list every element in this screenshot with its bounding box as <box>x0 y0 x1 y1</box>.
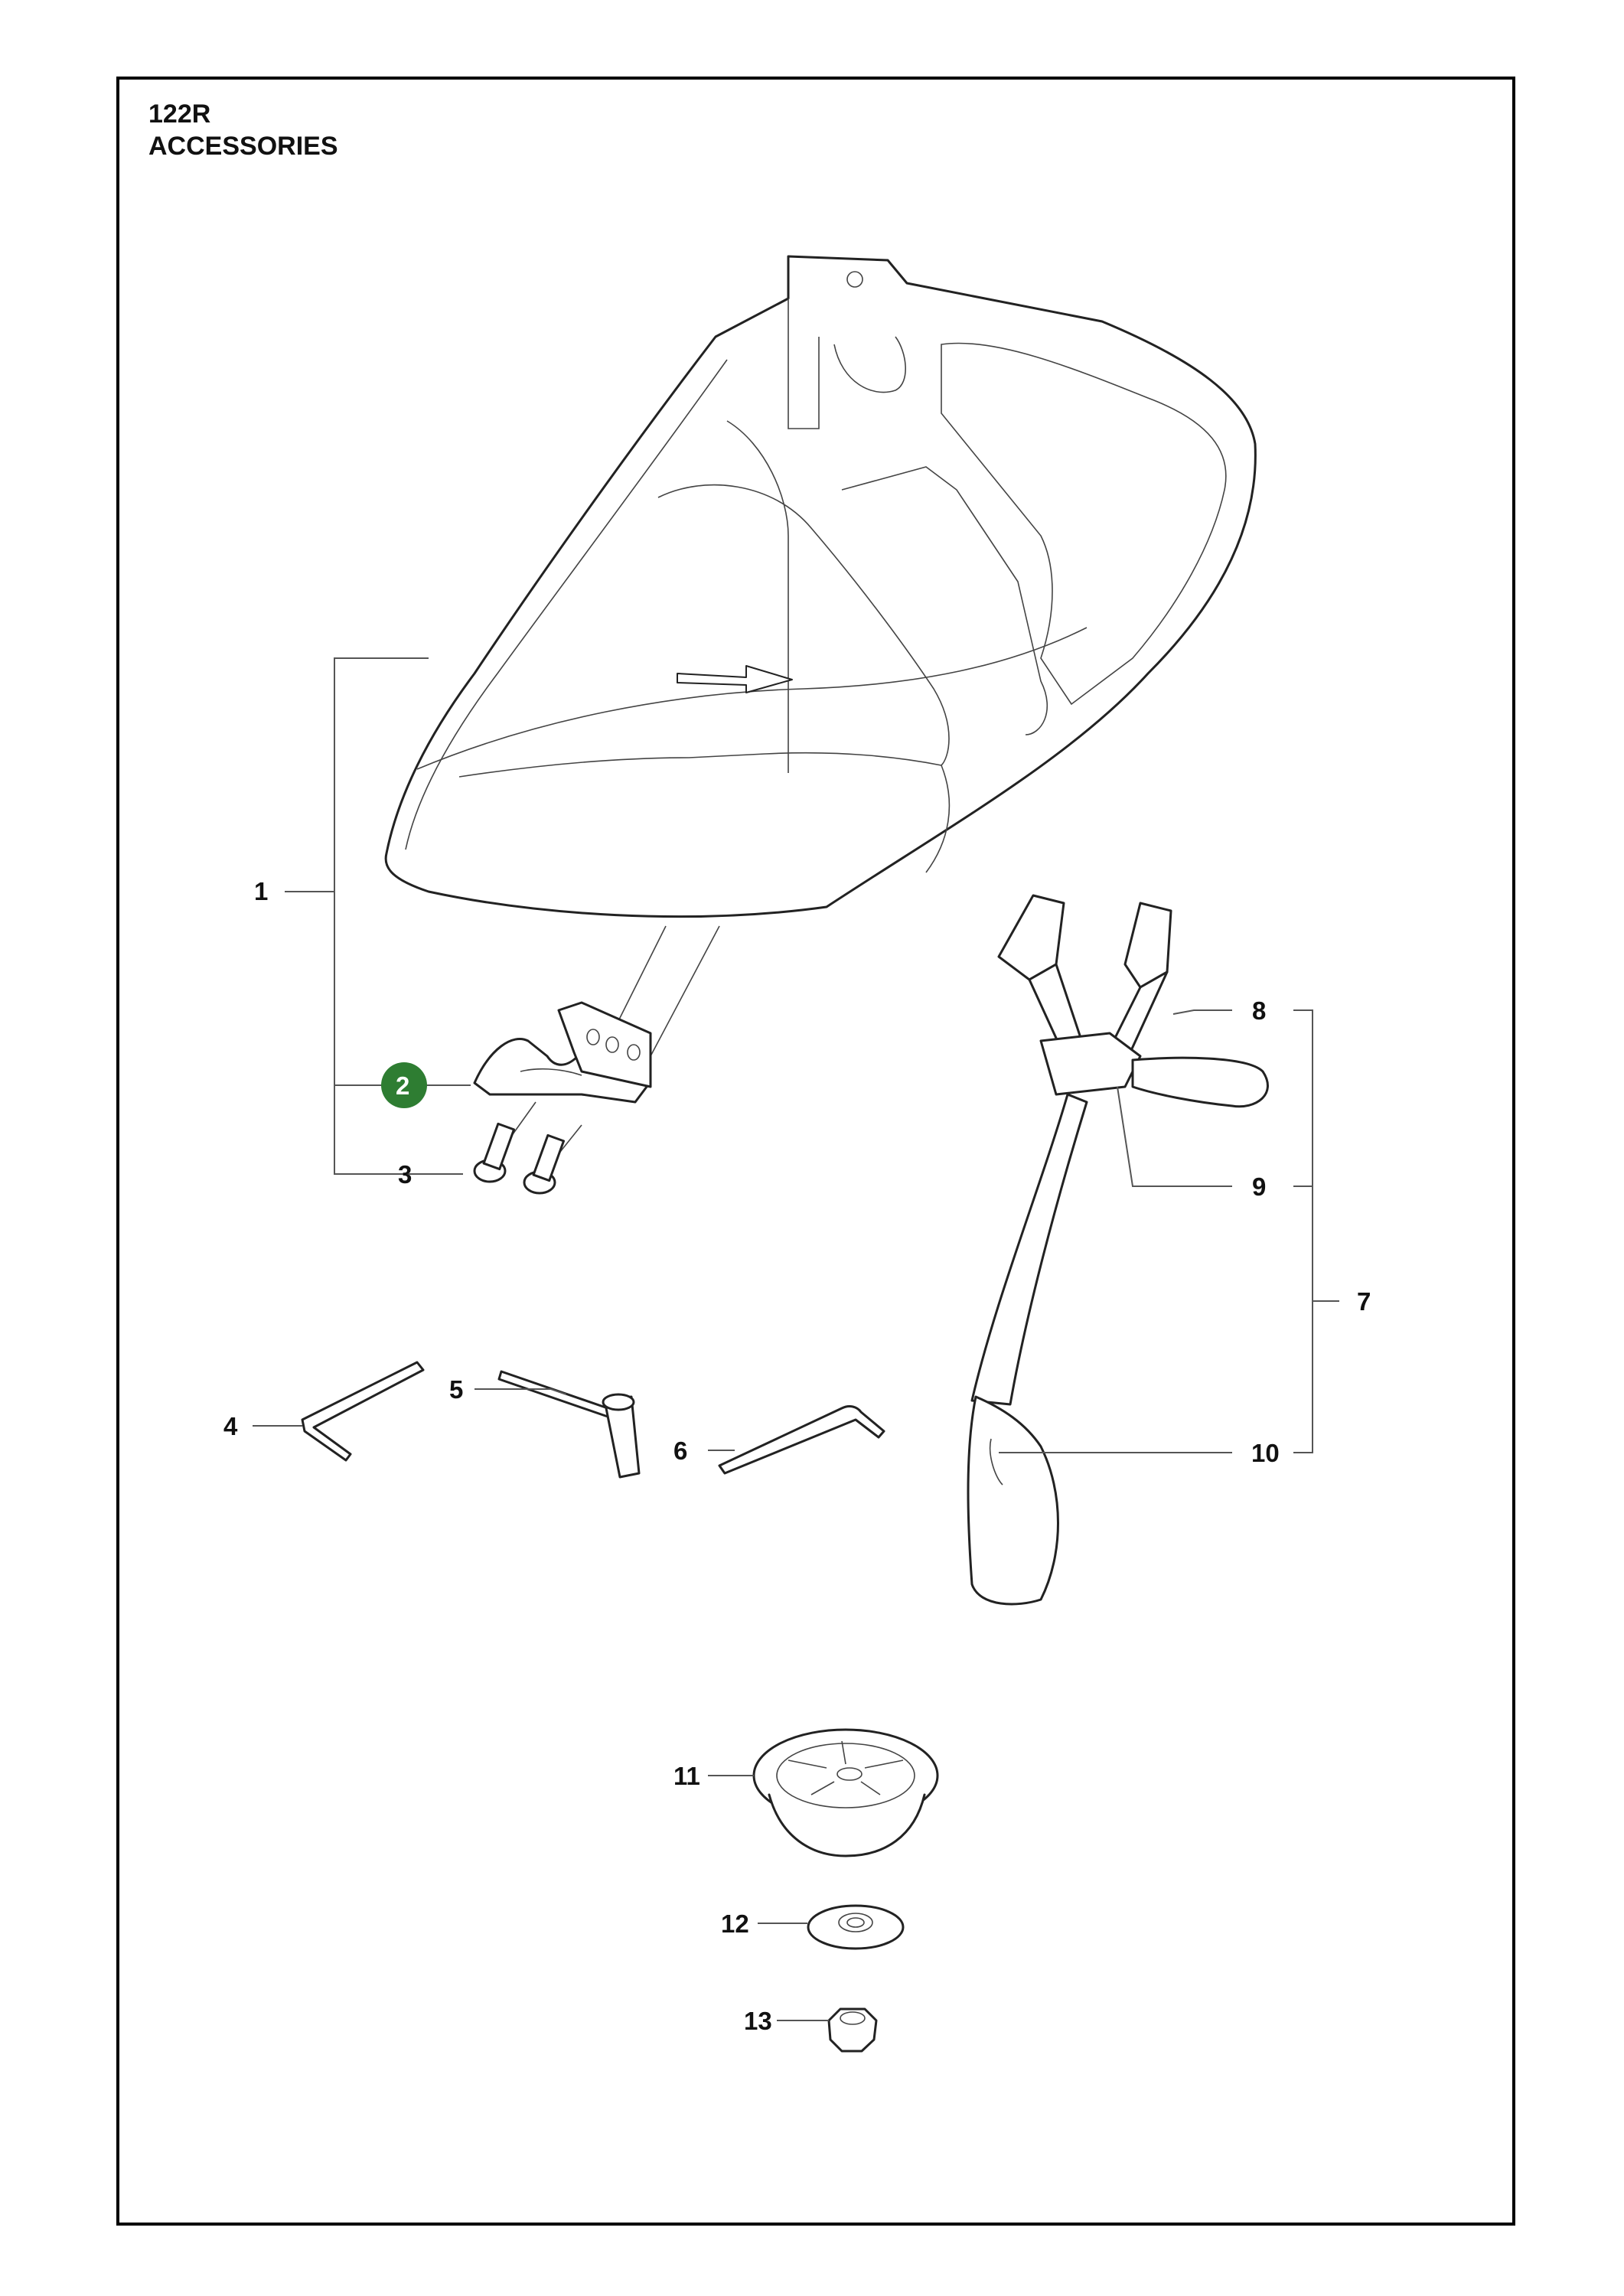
hex-key-tool-part[interactable] <box>301 1361 425 1462</box>
socket-wrench-part[interactable] <box>497 1370 641 1479</box>
callout-5[interactable]: 5 <box>449 1375 463 1404</box>
callout-9[interactable]: 9 <box>1252 1172 1266 1201</box>
trimmer-guard-part[interactable] <box>384 255 1257 1065</box>
washer-part[interactable] <box>807 1904 905 1950</box>
callout-2[interactable]: 2 <box>396 1071 409 1100</box>
callout-labels: 1 2 3 4 5 6 7 8 9 10 11 12 13 <box>223 877 1371 2035</box>
page-frame <box>116 77 1515 2226</box>
model-title: 122R <box>148 99 211 129</box>
callout-11[interactable]: 11 <box>673 1762 700 1790</box>
callout-7[interactable]: 7 <box>1357 1287 1371 1316</box>
callout-4[interactable]: 4 <box>223 1412 238 1440</box>
callout-10[interactable]: 10 <box>1251 1439 1280 1467</box>
callout-8[interactable]: 8 <box>1252 996 1266 1025</box>
section-title: ACCESSORIES <box>148 132 338 161</box>
callout-3[interactable]: 3 <box>398 1160 412 1189</box>
drive-disc-part[interactable] <box>752 1728 939 1857</box>
callout-13[interactable]: 13 <box>744 2007 772 2035</box>
callout-2-highlight-marker <box>381 1062 427 1108</box>
callout-6[interactable]: 6 <box>673 1437 687 1465</box>
callout-1[interactable]: 1 <box>254 877 268 905</box>
bent-rod-part[interactable] <box>718 1405 885 1475</box>
leader-lines <box>253 657 1339 2021</box>
nut-part[interactable] <box>827 2007 878 2053</box>
harness-part[interactable] <box>967 894 1269 1606</box>
guard-bracket-part[interactable] <box>473 1001 652 1104</box>
screws-part[interactable] <box>473 1101 582 1195</box>
callout-12[interactable]: 12 <box>721 1910 749 1938</box>
